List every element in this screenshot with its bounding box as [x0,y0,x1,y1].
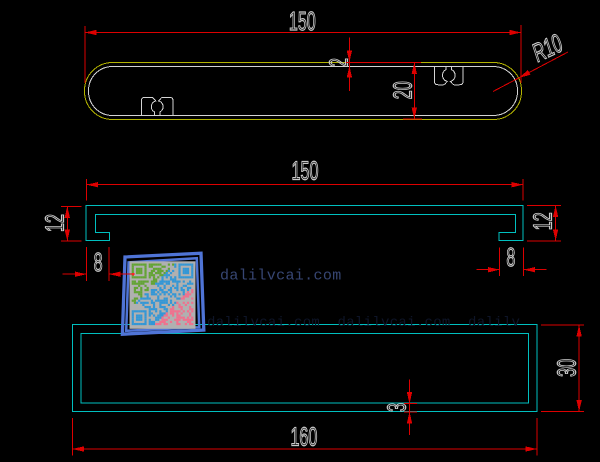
svg-text:30: 30 [551,359,581,377]
svg-text:12: 12 [527,212,557,230]
svg-text:3: 3 [382,403,412,412]
svg-text:20: 20 [387,81,417,99]
svg-text:8: 8 [506,242,515,272]
svg-text:R10: R10 [527,28,566,68]
svg-text:12: 12 [39,214,69,232]
svg-text:150: 150 [292,155,319,185]
svg-text:160: 160 [290,421,317,451]
svg-text:dalilvcai.com dalilvcai.com: dalilvcai.com dalilvcai.com dalilv [207,315,520,331]
svg-text:150: 150 [289,6,316,36]
svg-text:8: 8 [94,247,103,277]
svg-text:2: 2 [323,58,353,67]
svg-text:dalilvcai.com: dalilvcai.com [220,268,342,285]
